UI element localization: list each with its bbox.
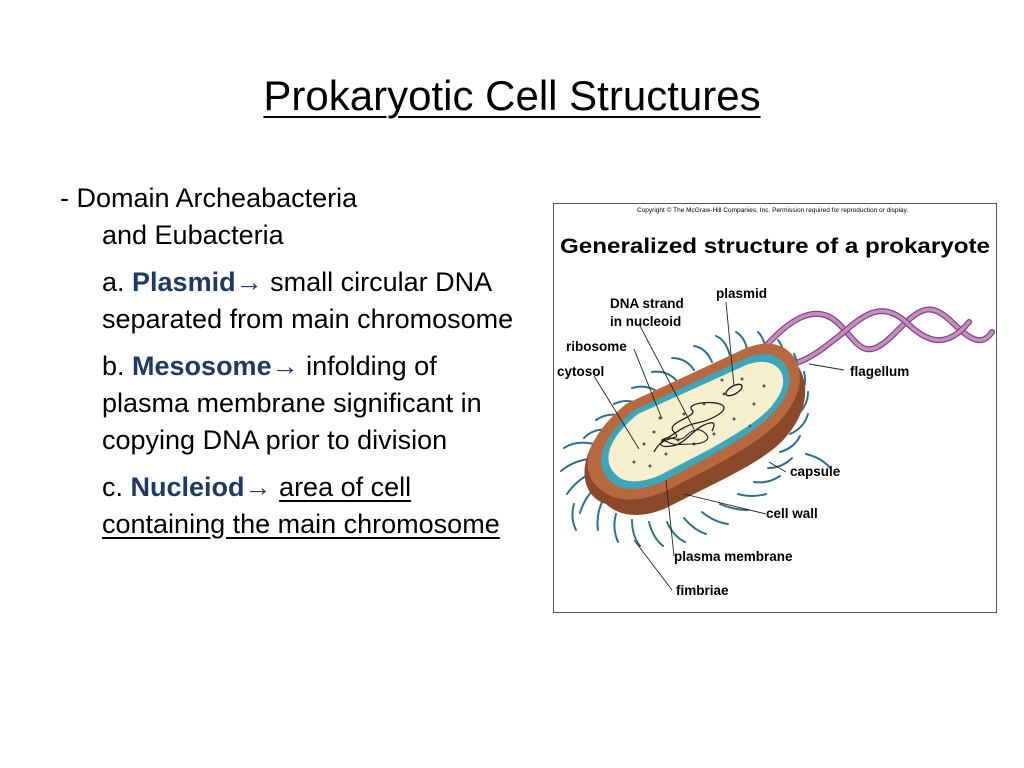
item-prefix: a. <box>102 267 133 297</box>
label-cell-wall: cell wall <box>766 506 818 521</box>
slide-body: - Domain Archeabacteria and Eubacteria a… <box>60 180 520 543</box>
label-dna-strand: DNA strand <box>610 296 684 311</box>
item-underlined-text: area of cell containing the main chromos… <box>102 472 500 539</box>
plasmid-icon <box>725 383 743 397</box>
slide-title: Prokaryotic Cell Structures <box>263 72 761 119</box>
label-cytosol: cytosol <box>557 364 604 379</box>
intro-line-continued: and Eubacteria <box>102 220 284 250</box>
diagram-title: Generalized structure of a prokaryote <box>560 235 990 258</box>
label-plasma-membrane: plasma membrane <box>674 549 793 564</box>
intro-line: - Domain Archeabacteria <box>60 183 358 213</box>
prokaryote-diagram: Copyright © The McGraw-Hill Companies, I… <box>553 203 997 613</box>
dna-strand-icon <box>653 401 725 453</box>
label-fimbriae: fimbriae <box>676 583 729 598</box>
label-in-nucleoid: in nucleoid <box>610 314 681 329</box>
item-text: small circular DNA separated from main c… <box>102 267 514 334</box>
arrow-icon: → <box>271 351 299 381</box>
fimbriae-icon <box>560 331 831 547</box>
item-text: infolding of plasma membrane significant… <box>102 351 482 455</box>
prokaryote-illustration: Copyright © The McGraw-Hill Companies, I… <box>557 206 995 598</box>
copyright-notice: Copyright © The McGraw-Hill Companies, I… <box>637 206 908 214</box>
arrow-icon: → <box>244 472 272 502</box>
label-flagellum: flagellum <box>850 364 909 379</box>
term-mesosome: Mesosome <box>132 351 272 381</box>
item-prefix: c. <box>102 472 131 502</box>
item-nucleiod: c. Nucleiod→ area of cell containing the… <box>60 469 520 543</box>
arrow-icon: → <box>235 267 263 297</box>
cell-body <box>584 343 806 516</box>
term-plasmid: Plasmid <box>132 267 236 297</box>
term-nucleiod: Nucleiod <box>130 472 245 502</box>
flagellum-icon <box>756 306 995 368</box>
label-ribosome: ribosome <box>566 339 627 354</box>
label-capsule: capsule <box>790 464 841 479</box>
item-prefix: b. <box>102 351 133 381</box>
item-text <box>272 472 280 502</box>
item-mesosome: b. Mesosome→ infolding of plasma membran… <box>60 348 520 459</box>
label-leaders <box>593 301 845 591</box>
label-plasmid: plasmid <box>716 286 767 301</box>
item-plasmid: a. Plasmid→ small circular DNA separated… <box>60 264 520 338</box>
